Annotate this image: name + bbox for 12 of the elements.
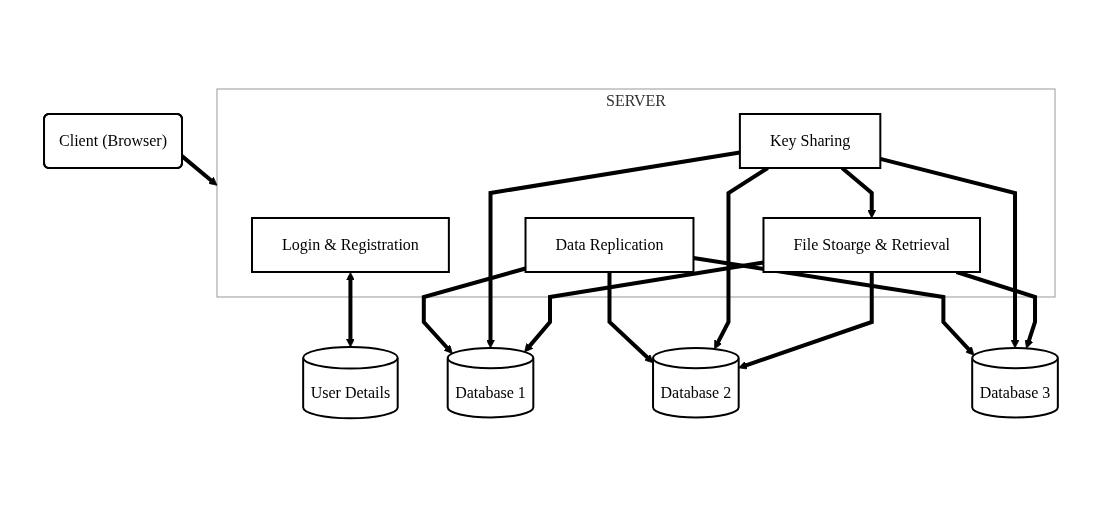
node-box: Login & Registration — [251, 216, 450, 273]
arrow — [524, 260, 764, 353]
arrow — [714, 166, 769, 350]
arrow — [346, 271, 355, 348]
node-box: Key Sharing — [738, 112, 882, 169]
arrow — [738, 271, 874, 370]
node-box: File Stoarge & Retrieval — [762, 216, 982, 273]
arrow — [607, 271, 654, 363]
arrow — [421, 266, 527, 354]
arrow — [693, 255, 975, 356]
arrow — [840, 166, 877, 219]
node-box: Data Replication — [524, 216, 695, 273]
